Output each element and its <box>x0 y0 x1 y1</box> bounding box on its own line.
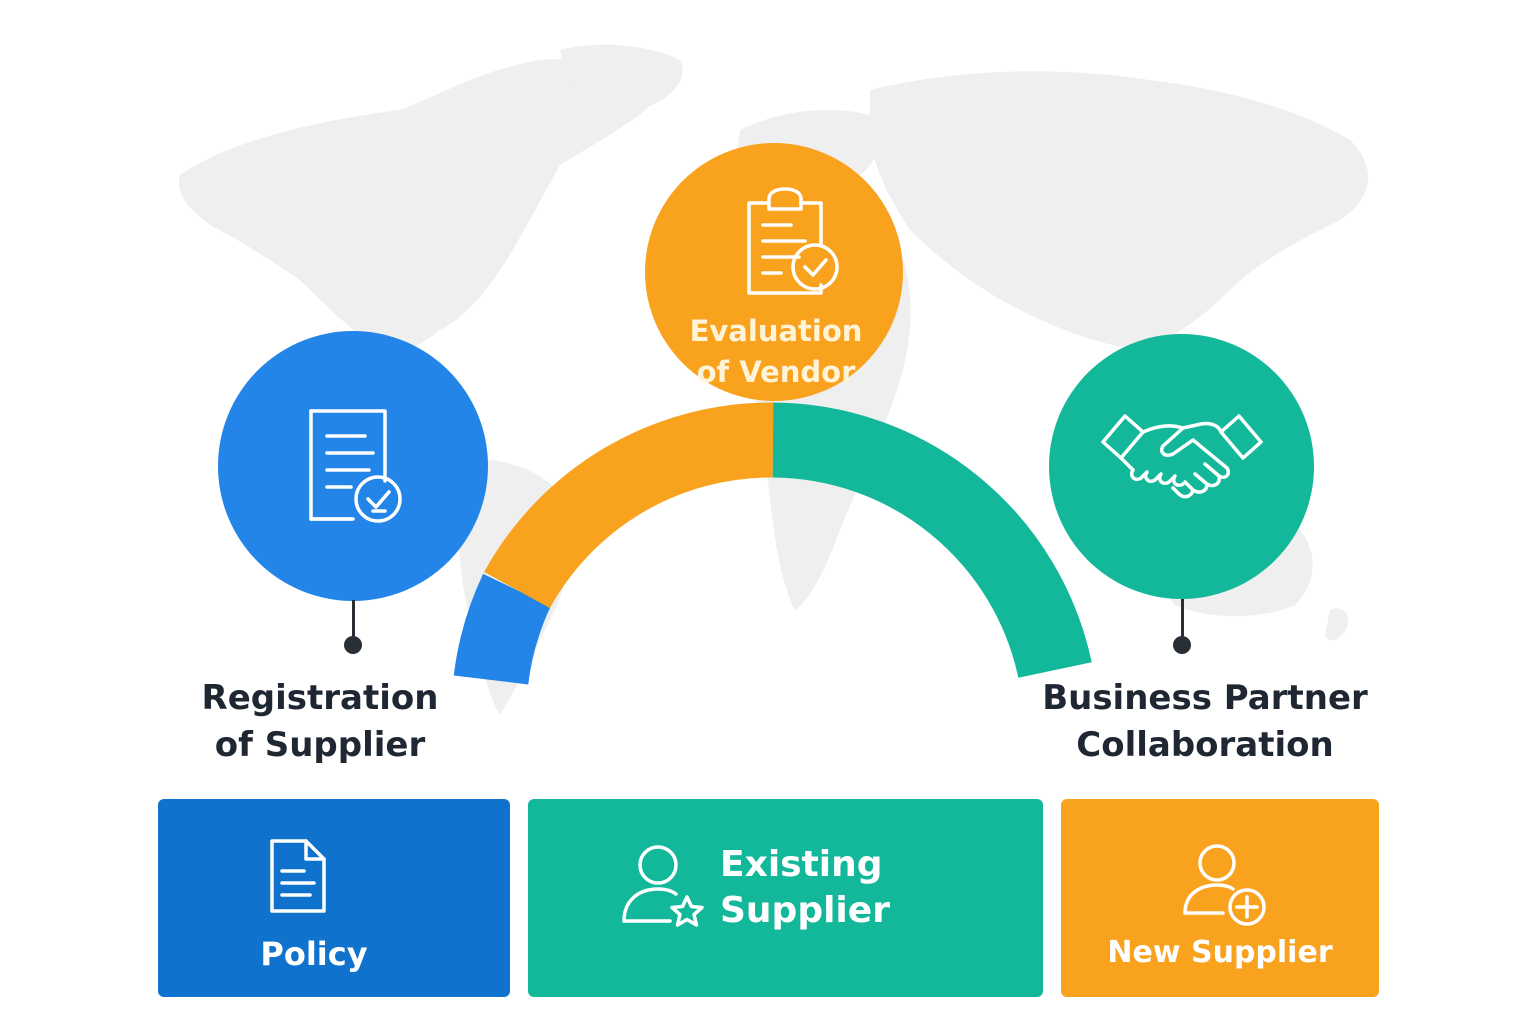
registration-circle <box>218 331 488 601</box>
existing-supplier-label-line1: Existing <box>720 844 883 885</box>
new-supplier-label: New Supplier <box>1107 935 1333 970</box>
clipboard-check-icon <box>747 187 839 295</box>
evaluation-label: Evaluation of Vendor <box>648 311 904 393</box>
policy-card: Policy <box>158 799 510 997</box>
registration-connector <box>352 600 355 640</box>
existing-supplier-label: Existing Supplier <box>720 842 890 934</box>
evaluation-label-line2: of Vendor <box>696 355 856 389</box>
new-supplier-card: New Supplier <box>1061 799 1379 997</box>
collaboration-label: Business Partner Collaboration <box>1040 675 1370 769</box>
handshake-icon <box>1100 413 1263 498</box>
registration-label: Registration of Supplier <box>180 675 460 769</box>
arc-segment-teal <box>772 402 1092 679</box>
existing-supplier-label-line2: Supplier <box>720 890 890 931</box>
user-plus-icon <box>1183 844 1266 926</box>
arc-segment-orange <box>484 402 774 609</box>
evaluation-label-line1: Evaluation <box>689 314 863 348</box>
registration-label-line2: of Supplier <box>214 725 426 765</box>
document-icon <box>270 839 326 913</box>
collaboration-circle <box>1049 334 1314 599</box>
collaboration-label-line1: Business Partner <box>1042 678 1368 718</box>
collaboration-label-line2: Collaboration <box>1076 725 1334 765</box>
user-star-icon <box>622 845 704 927</box>
registration-dot <box>344 636 362 654</box>
evaluation-circle <box>645 143 903 401</box>
collaboration-dot <box>1173 636 1191 654</box>
collaboration-connector <box>1181 599 1184 639</box>
arc-segment-blue <box>453 573 552 686</box>
policy-label: Policy <box>260 935 368 973</box>
document-check-icon <box>309 409 402 523</box>
existing-supplier-card: Existing Supplier <box>528 799 1043 997</box>
registration-label-line1: Registration <box>201 678 439 718</box>
